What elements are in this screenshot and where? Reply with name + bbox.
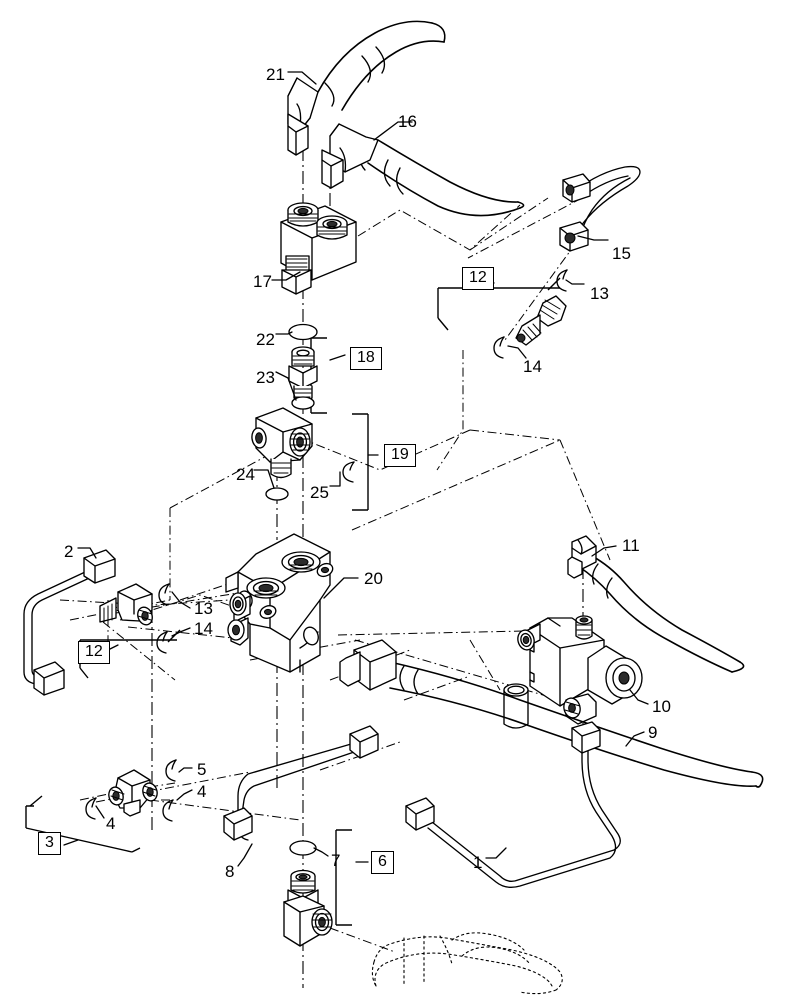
callout-25: 25 — [310, 483, 329, 502]
part-14-backup-ring-lower — [156, 631, 168, 654]
part-3-fitting — [108, 769, 158, 817]
part-6-elbow — [283, 869, 333, 947]
callout-3: 3 — [38, 832, 61, 855]
part-14-backup-ring-upper — [493, 336, 505, 359]
callout-14-lower: 14 — [194, 619, 213, 638]
part-5-backup-ring — [165, 759, 177, 782]
callout-17: 17 — [253, 272, 272, 291]
callout-5: 5 — [197, 760, 207, 779]
part-4-backup-ring-left — [85, 797, 97, 820]
part-20-valve-body — [225, 533, 334, 673]
part-7-o-ring — [289, 840, 317, 856]
callout-12-lower: 12 — [78, 641, 110, 664]
callout-20: 20 — [364, 569, 383, 588]
part-21-hose-elbow — [287, 20, 446, 156]
part-12-fitting-upper — [515, 295, 567, 346]
part-13-o-ring-upper — [556, 269, 568, 292]
part-10-solenoid-valve — [517, 615, 643, 725]
kit-brackets — [25, 276, 561, 926]
callout-18: 18 — [350, 347, 382, 370]
callout-21: 21 — [266, 65, 285, 84]
part-16-hose-elbow — [321, 123, 525, 217]
callout-23: 23 — [256, 368, 275, 387]
callout-19: 19 — [384, 444, 416, 467]
part-13-o-ring-lower — [158, 583, 170, 606]
part-1-tube-line — [405, 721, 621, 888]
callout-14-upper: 14 — [523, 357, 542, 376]
callout-9: 9 — [648, 723, 658, 742]
part-17-manifold-block — [280, 202, 357, 295]
part-19-elbow — [251, 407, 313, 479]
callout-11: 11 — [622, 536, 640, 555]
part-25-backup-ring — [342, 461, 355, 483]
callout-22: 22 — [256, 330, 275, 349]
callout-4-right: 4 — [197, 782, 207, 801]
phantom-hose — [371, 932, 563, 995]
callout-15: 15 — [612, 244, 631, 263]
part-12-fitting-lower — [99, 583, 153, 626]
callout-13-lower: 13 — [194, 599, 213, 618]
callout-12-upper: 12 — [462, 267, 494, 290]
callout-2: 2 — [64, 542, 74, 561]
part-11-hose-fitting — [567, 535, 745, 673]
callout-8: 8 — [225, 862, 235, 881]
callout-24: 24 — [236, 465, 255, 484]
part-2-tube-line — [23, 549, 116, 696]
callout-4-left: 4 — [106, 814, 116, 833]
part-23-o-ring — [291, 396, 315, 410]
part-15-tube-line — [559, 165, 641, 252]
callout-16: 16 — [398, 112, 417, 131]
part-8-tube-line — [223, 725, 379, 841]
callout-13-upper: 13 — [590, 284, 609, 303]
callout-10: 10 — [652, 697, 671, 716]
leader-lines — [77, 71, 649, 867]
part-4-backup-ring-right — [162, 799, 174, 822]
part-24-o-ring — [265, 487, 289, 501]
part-22-o-ring — [288, 323, 318, 341]
callout-1: 1 — [473, 853, 483, 872]
callout-6: 6 — [371, 851, 394, 874]
callout-7: 7 — [331, 851, 341, 870]
